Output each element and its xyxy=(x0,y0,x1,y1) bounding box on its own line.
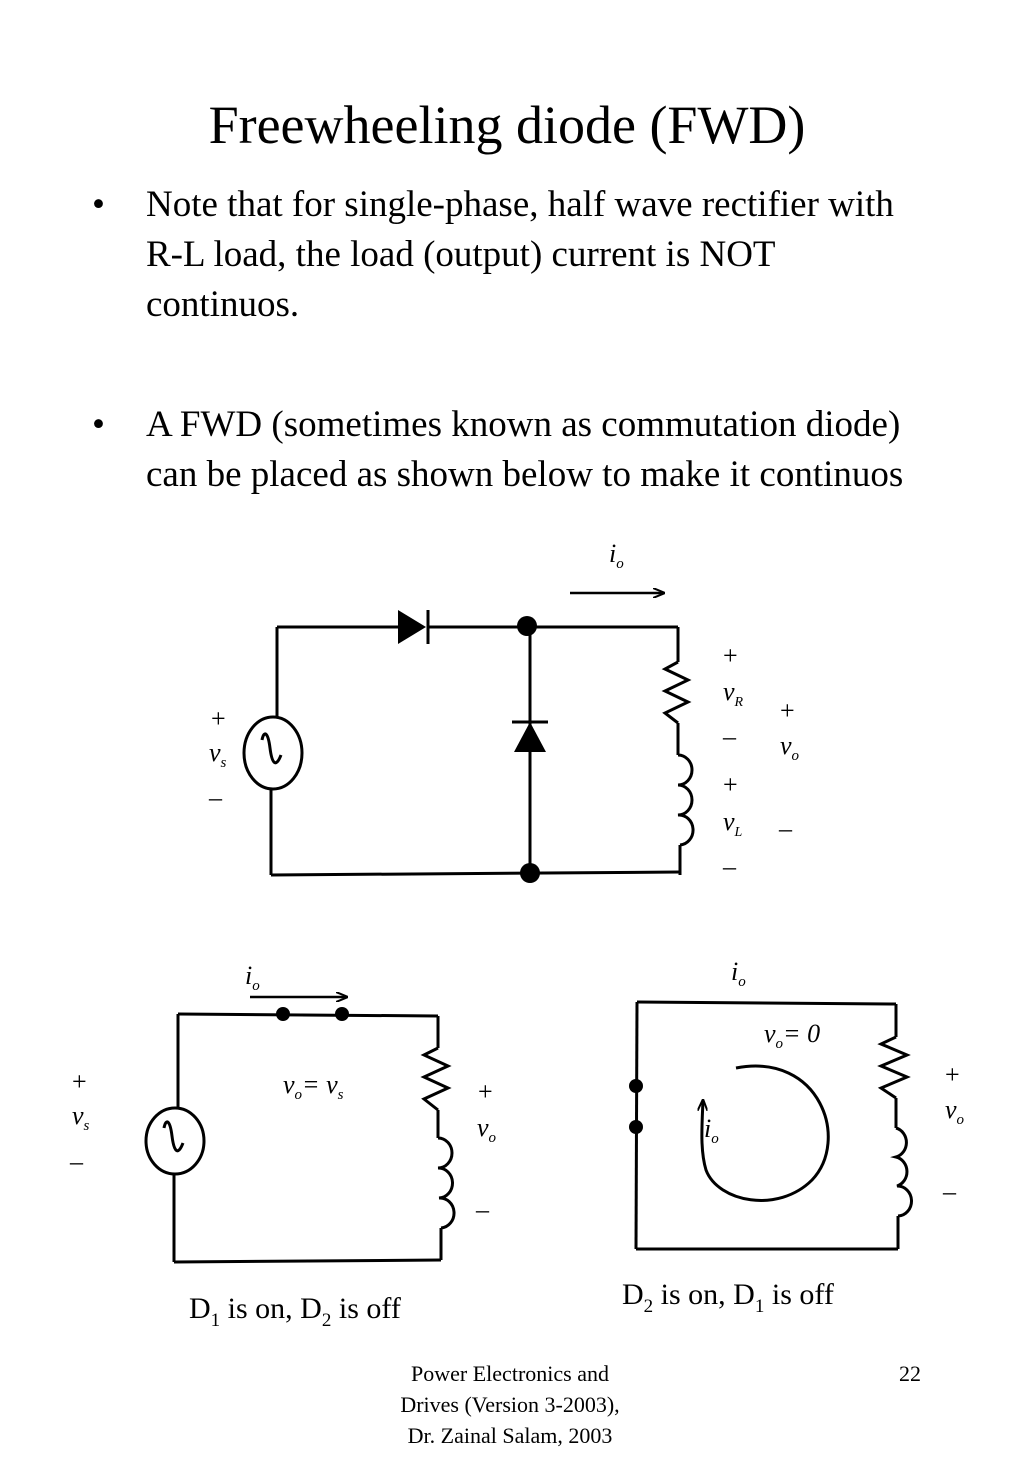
left-vs-minus: – xyxy=(69,1147,84,1176)
main-vl-minus: – xyxy=(722,852,737,881)
node-dot xyxy=(517,616,537,636)
bullet-point: • Note that for single-phase, half wave … xyxy=(92,180,932,340)
bullet-text: A FWD (sometimes known as commutation di… xyxy=(146,404,904,495)
node-dot xyxy=(335,1007,349,1021)
left-vo-minus: – xyxy=(475,1195,490,1224)
left-wire-bottom xyxy=(173,1258,442,1264)
node-dot xyxy=(629,1120,643,1134)
bullet-symbol: • xyxy=(92,404,105,445)
node-dot xyxy=(520,863,540,883)
right-current-label: io xyxy=(731,957,746,990)
footer-line: Dr. Zainal Salam, 2003 xyxy=(407,1423,613,1448)
main-vr-minus: – xyxy=(722,722,737,751)
left-current-label: io xyxy=(245,961,260,994)
left-ac-source xyxy=(144,1106,206,1176)
bullet-symbol: • xyxy=(92,184,105,225)
main-vo-plus: + xyxy=(780,696,795,725)
right-wire-top xyxy=(636,1000,897,1006)
left-vo-equation: vo= vs xyxy=(283,1070,344,1103)
left-circuit xyxy=(172,1012,443,1264)
main-vl-label: vL xyxy=(723,807,743,840)
left-wire-top xyxy=(177,1012,439,1018)
main-vs-label: vs xyxy=(209,738,227,771)
left-inductor xyxy=(437,1136,456,1230)
right-caption: D2 is on, D1 is off xyxy=(622,1278,834,1317)
left-vs-label: vs xyxy=(72,1101,90,1134)
bullet-point: • A FWD (sometimes known as commutation … xyxy=(92,400,932,560)
main-diode-fwd xyxy=(512,720,548,752)
main-vr-label: vR xyxy=(723,677,744,710)
right-resistor xyxy=(877,1035,911,1100)
right-vo-equation: vo= 0 xyxy=(764,1019,820,1052)
right-vo-minus: – xyxy=(942,1177,957,1206)
left-vo-label: vo xyxy=(477,1113,497,1146)
right-inductor xyxy=(890,1126,913,1218)
main-current-label: io xyxy=(609,539,624,572)
right-vo-plus: + xyxy=(945,1060,960,1089)
right-loop-label: io xyxy=(704,1114,719,1147)
left-caption: D1 is on, D2 is off xyxy=(189,1292,401,1331)
right-vo-label: vo xyxy=(945,1095,965,1128)
ac-sine-icon xyxy=(260,732,283,765)
slide-title: Freewheeling diode (FWD) xyxy=(208,95,806,155)
left-vo-plus: + xyxy=(478,1077,493,1106)
main-circuit xyxy=(269,625,682,877)
main-vo-label: vo xyxy=(780,731,800,764)
main-resistor xyxy=(661,660,692,725)
node-dot xyxy=(629,1079,643,1093)
slide-footer: Power Electronics and Drives (Version 3-… xyxy=(340,1358,680,1451)
main-vr-plus: + xyxy=(723,641,738,670)
main-inductor xyxy=(677,753,695,847)
left-resistor xyxy=(420,1046,452,1112)
main-wire-bottom xyxy=(270,870,681,877)
main-vs-minus: – xyxy=(208,783,223,812)
main-vs-plus: + xyxy=(211,704,226,733)
freewheel-loop-arrow xyxy=(702,1064,830,1202)
left-vs-plus: + xyxy=(72,1067,87,1096)
bullet-text: Note that for single-phase, half wave re… xyxy=(146,184,894,325)
footer-line: Power Electronics and xyxy=(411,1361,609,1386)
page-number: 22 xyxy=(899,1361,921,1386)
main-vl-plus: + xyxy=(723,770,738,799)
ac-sine-icon xyxy=(162,1120,185,1153)
footer-line: Drives (Version 3-2003), xyxy=(400,1392,620,1417)
main-ac-source xyxy=(242,715,304,791)
node-dot xyxy=(276,1007,290,1021)
main-diode-d1 xyxy=(398,610,430,644)
main-vo-minus: – xyxy=(778,814,793,843)
